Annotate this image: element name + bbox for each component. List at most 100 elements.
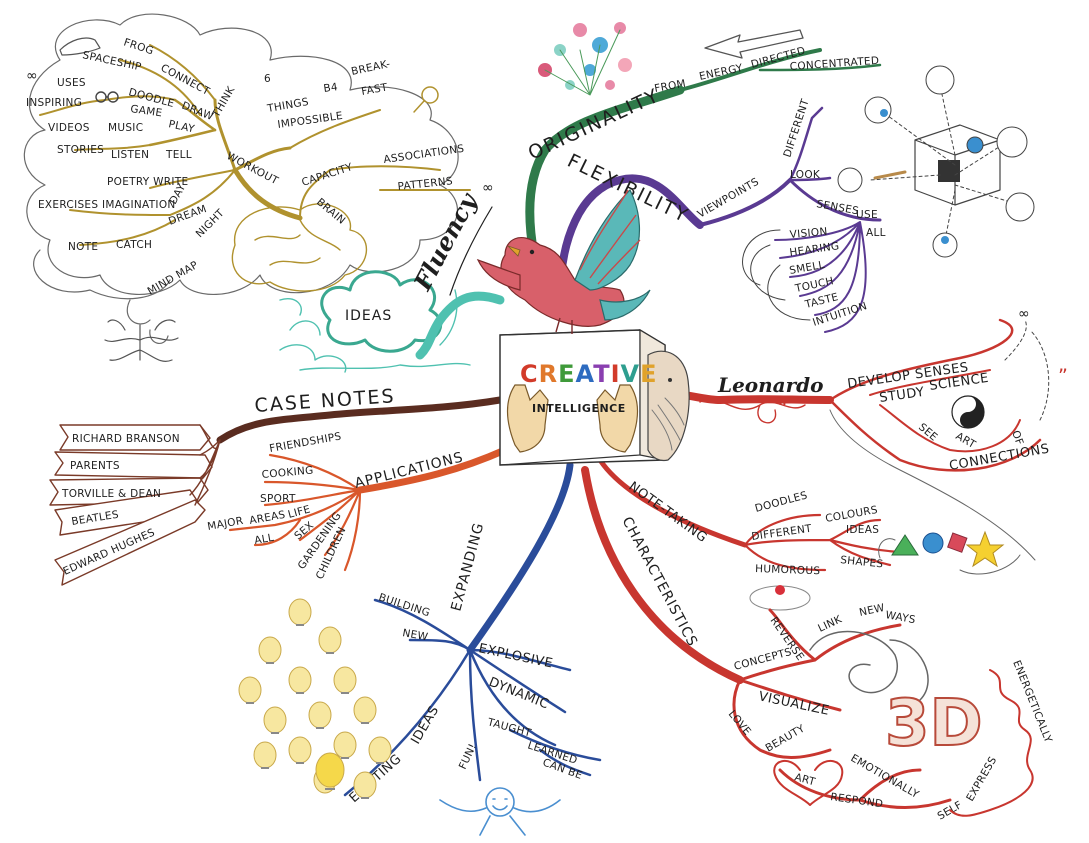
applications-branch [356, 446, 509, 494]
label-uses: USES [57, 77, 86, 89]
label-fun: FUN! [457, 742, 479, 772]
concentrated-branch [758, 63, 882, 72]
creative-word: CREATIVE [520, 360, 658, 388]
fluency-branch [415, 291, 505, 360]
label-ways: WAYS [884, 609, 916, 626]
label-mind-map: MIND MAP [146, 259, 201, 298]
dashed-arrow [1004, 319, 1050, 421]
label-viewpoints: VIEWPOINTS [696, 176, 762, 221]
label-ideas: IDEAS [345, 308, 392, 324]
applications-region: APPLICATIONS FRIENDSHIPS COOKING SPORT M… [206, 430, 509, 581]
label-hearing: HEARING [789, 240, 840, 259]
label-from: FROM [653, 78, 686, 95]
label-concentrated: CONCENTRATED [789, 55, 879, 73]
label-art: ART [954, 430, 978, 451]
originality-sub-branch [678, 48, 822, 92]
label-study: STUDY [878, 385, 925, 406]
label-life: LIFE [287, 503, 312, 520]
bearded-face-doodle [647, 350, 690, 462]
three-d-doodle: 3D [884, 686, 984, 762]
tree-roots-doodle [104, 319, 179, 362]
creative-letter: E [558, 360, 575, 388]
swirl-lines [742, 229, 811, 321]
label-inspiring: INSPIRING [26, 97, 82, 109]
fluency-underline [449, 206, 493, 296]
leonardo-inner-loop [869, 369, 1021, 453]
label-expanding: EXPANDING [448, 521, 487, 613]
infinity-icon: ∞ [26, 68, 39, 84]
label-building: BUILDING [377, 591, 432, 619]
spectacles-icon [95, 91, 119, 103]
label-fast: FAST [360, 81, 388, 97]
label-leonardo: Leonardo [717, 373, 824, 397]
creative-letter: C [520, 360, 539, 388]
flexibility-branch [556, 174, 704, 304]
right-hand-doodle [596, 384, 639, 453]
label-stories: STORIES [57, 144, 104, 156]
label-vision: VISION [789, 226, 828, 241]
label-concepts: CONCEPTS [733, 646, 793, 673]
self-express-wave [949, 669, 1034, 817]
note-taking-sub-branches [743, 513, 902, 572]
senses-sub-branches [774, 221, 867, 333]
shapes-doodle [878, 530, 1021, 575]
fluency-cloud-region: ∞ ∞ FROG SPACESHIP CONNECT USES DOODLE D… [23, 13, 505, 373]
label-ideas-ex: IDEAS [408, 703, 442, 747]
label-love: LOVE [726, 708, 754, 738]
note-taking-branch [597, 457, 748, 548]
label-b4: B4 [323, 81, 339, 95]
happy-figure-doodle [439, 787, 561, 836]
light-bulbs-doodle [238, 598, 392, 799]
left-hand-doodle [506, 384, 549, 453]
infinity-icon-brain: ∞ [482, 180, 495, 196]
ideas-cloud-outline [320, 270, 443, 353]
cloud-tail [126, 299, 169, 344]
label-imagination: IMAGINATION [102, 199, 176, 211]
label-connections: CONNECTIONS [948, 442, 1051, 474]
long-connector-arrow [829, 409, 1036, 561]
label-energetically: ENERGETICALLY [1010, 659, 1054, 745]
reverse-lens-doodle [749, 585, 811, 611]
magnifier-icon [413, 86, 439, 113]
label-richard-branson: RICHARD BRANSON [72, 433, 180, 445]
label-torville-dean: TORVILLE & DEAN [61, 488, 161, 500]
label-note: NOTE [68, 241, 98, 253]
creative-letter: T [593, 360, 610, 388]
ideas-waves [279, 289, 471, 373]
yin-yang-icon [951, 395, 985, 429]
label-friendships: FRIENDSHIPS [268, 430, 342, 454]
label-3d: 3D [885, 687, 983, 761]
label-explosive: EXPLOSIVE [477, 641, 554, 671]
label-things: THINGS [265, 96, 309, 115]
ribbon-swirl-doodle [809, 630, 929, 701]
case-notes-branch [216, 396, 504, 444]
label-associations: ASSOCIATIONS [383, 143, 465, 166]
creative-letter: I [611, 360, 621, 388]
label-music: MUSIC [108, 122, 143, 134]
label-respond: RESPOND [830, 791, 884, 810]
characteristics-region: CHARACTERISTICS REVERSE LINK NEW WAYS CO… [581, 466, 1054, 823]
label-exercises: EXERCISES [38, 199, 98, 211]
quote-close: ” [1058, 365, 1070, 387]
label-patterns: PATTERNS [397, 175, 454, 193]
label-draw: DRAW [180, 100, 216, 124]
case-notes-region: CASE NOTES RICHARD BRANSON PARENTS TORVI… [49, 385, 504, 586]
thought-cloud-outline [23, 13, 459, 296]
label-use: USE [856, 209, 878, 221]
label-dynamic: DYNAMIC [487, 675, 551, 713]
brain-doodle [231, 203, 367, 292]
heart-icon [773, 760, 844, 806]
label-parents: PARENTS [70, 460, 120, 472]
expanding-branch [466, 461, 574, 654]
label-ideas-nt: IDEAS [846, 524, 879, 536]
characteristics-sub-branches [732, 608, 952, 809]
label-six: 6 [264, 73, 271, 85]
look-branch [788, 106, 832, 182]
leonardo-flourish [699, 398, 806, 424]
expanding-sub-branches [343, 598, 602, 797]
flower-bouquet-doodle [538, 22, 632, 96]
creative-letter: E [640, 360, 657, 388]
arrow-doodle [704, 29, 804, 59]
label-different: DIFFERENT [781, 97, 811, 159]
